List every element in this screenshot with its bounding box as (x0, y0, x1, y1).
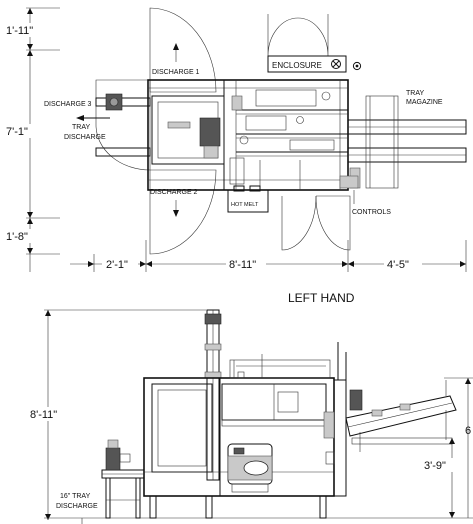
tray-magazine (347, 95, 467, 189)
overall-height-dimension: 8'-11" (26, 309, 206, 520)
drawing-caption: LEFT HAND (288, 291, 355, 305)
dim-magazine-height-partial: 6 (465, 425, 471, 437)
machine-frame-top (147, 79, 349, 191)
indicator-light-icon (352, 61, 362, 71)
dim-top-clearance: 1'-11" (6, 25, 33, 37)
enclosure-label: ENCLOSURE (272, 61, 322, 70)
tray-magazine-label-line1: TRAY (406, 90, 424, 97)
machine-body-side (143, 354, 335, 519)
discharge-2-label: DISCHARGE 2 (150, 189, 198, 196)
tray-magazine-side (345, 380, 457, 452)
top-left-dimension-column: 1'-11" 7'-1" 1'-8" (2, 7, 60, 272)
hot-melt-label: HOT MELT (231, 202, 259, 208)
side-tray-discharge-label-line2: DISCHARGE (56, 503, 98, 510)
emergency-stop-icon (331, 59, 341, 69)
controls-column-side (323, 342, 363, 497)
dim-infeed-height: 3'-9" (424, 460, 446, 472)
door-swing-arcs (95, 7, 351, 255)
dim-width: 7'-1" (6, 126, 28, 138)
side-view: 8'-11" (26, 309, 473, 524)
tray-magazine-label-line2: MAGAZINE (406, 99, 443, 106)
dim-left-extension: 2'-1" (106, 259, 128, 271)
discharge-2-arrow (173, 200, 179, 217)
tray-discharge-label-line1: TRAY (72, 124, 90, 131)
side-tray-discharge-label-line1: 16" TRAY (60, 493, 91, 500)
magazine-height-dimensions: 6 3'-9" (422, 377, 473, 518)
dim-bottom-clearance: 1'-8" (6, 231, 28, 243)
discharge-conveyor-side (81, 439, 145, 524)
bottom-dimension-row: 2'-1" 8'-11" 4'-5" (70, 240, 467, 272)
controls-box-top (339, 175, 359, 204)
discharge-conveyor-top (95, 93, 151, 157)
tray-discharge-label-line2: DISCHARGE (64, 134, 106, 141)
discharge-3-label: DISCHARGE 3 (44, 101, 92, 108)
discharge-1-arrow (173, 43, 179, 62)
dim-overall-height: 8'-11" (30, 409, 57, 421)
discharge-1-label: DISCHARGE 1 (152, 69, 200, 76)
top-view: 1'-11" 7'-1" 1'-8" ENCLOSURE (2, 7, 467, 272)
dim-machine-length: 8'-11" (229, 259, 256, 271)
vertical-mast (204, 309, 222, 481)
controls-label: CONTROLS (352, 209, 391, 216)
dim-magazine-length: 4'-5" (387, 259, 409, 271)
hot-melt-unit-side (227, 443, 273, 493)
tray-discharge-arrow (76, 115, 110, 121)
